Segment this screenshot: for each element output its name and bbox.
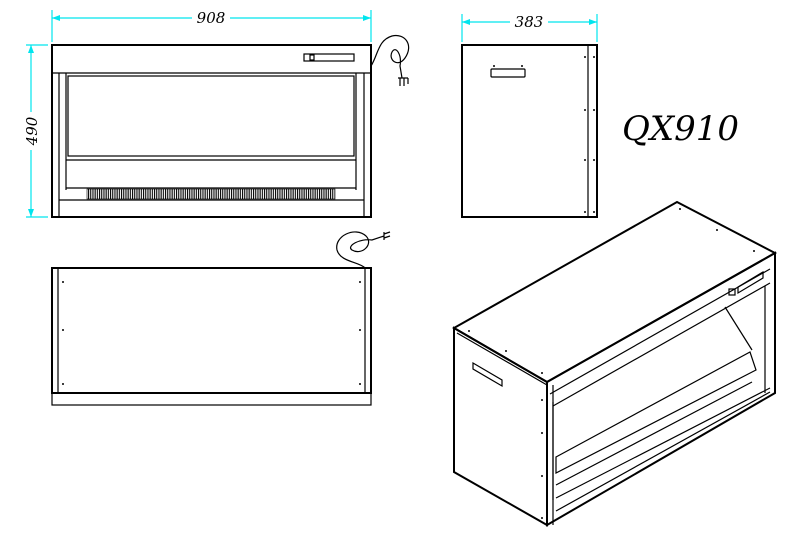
control-panel	[737, 270, 764, 295]
depth-label: 383	[515, 13, 544, 31]
power-cord-icon	[370, 34, 410, 86]
isometric-view	[451, 200, 778, 527]
front-view	[51, 34, 410, 218]
model-label: QX910	[622, 109, 739, 149]
width-label: 908	[197, 9, 226, 27]
depth-dimension: 383	[461, 13, 598, 42]
height-dimension: 490	[23, 44, 48, 218]
handle	[490, 68, 526, 78]
handle	[472, 361, 503, 388]
height-label: 490	[23, 116, 41, 146]
top-view	[51, 231, 391, 406]
grille	[86, 188, 336, 200]
control-panel	[303, 53, 355, 62]
side-view	[461, 44, 598, 218]
power-cord-icon	[336, 231, 391, 269]
width-dimension: 908	[51, 9, 372, 42]
